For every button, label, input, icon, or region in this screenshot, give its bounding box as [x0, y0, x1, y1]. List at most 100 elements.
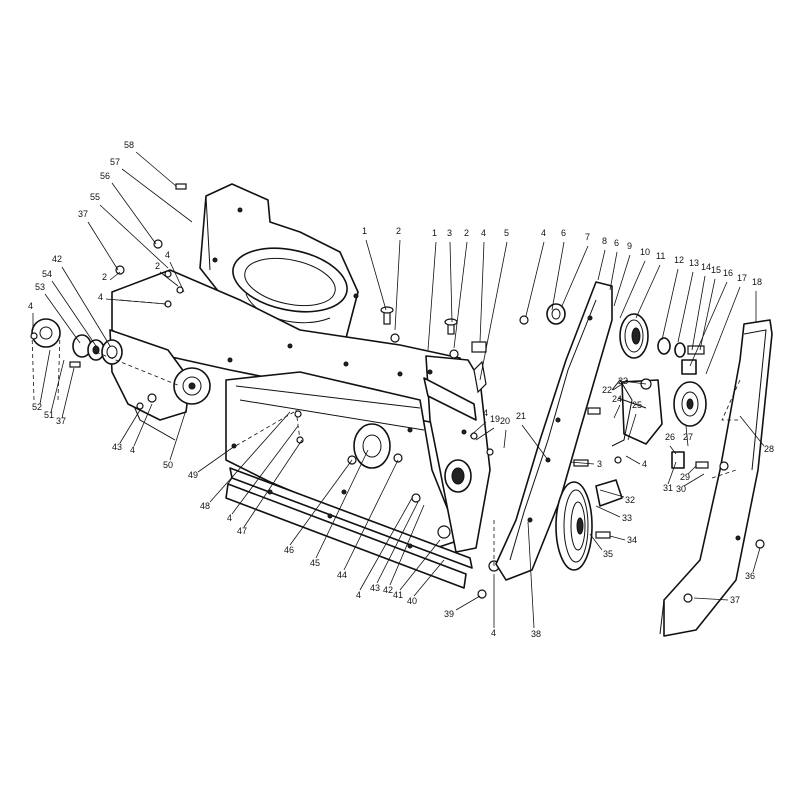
callout-leader-line	[705, 286, 741, 375]
callout-leader-line	[609, 535, 626, 541]
left-side-hardware	[30, 318, 211, 410]
part-number-label: 31	[663, 483, 673, 493]
callout-leader-line	[133, 403, 153, 447]
callout-leader-line	[169, 409, 187, 461]
drive-frame-plate	[495, 281, 613, 581]
callout-leader-line	[609, 251, 618, 291]
part-number-label: 46	[284, 545, 294, 555]
callout-leader-line	[691, 275, 706, 351]
part-number-label: 29	[680, 472, 690, 482]
part-number-label: 6	[561, 228, 566, 238]
part-number-label: 37	[56, 416, 66, 426]
callout-leader-line	[627, 413, 637, 441]
part-number-label: 4	[98, 292, 103, 302]
part-number-label: 24	[612, 394, 622, 404]
callout-leader-line	[39, 349, 51, 405]
callout-leader-line	[521, 424, 549, 461]
callout-leader-line	[619, 260, 646, 319]
callout-leader-line	[669, 445, 677, 455]
part-number-label: 55	[90, 192, 100, 202]
part-number-label: 10	[640, 247, 650, 257]
scraper-bar	[225, 467, 473, 589]
part-number-label: 28	[764, 444, 774, 454]
part-number-label: 8	[602, 236, 607, 246]
part-number-label: 45	[310, 558, 320, 568]
part-number-label: 27	[683, 432, 693, 442]
callout-leader-line	[677, 271, 694, 343]
part-number-label: 34	[627, 535, 637, 545]
belt-cover	[659, 319, 773, 637]
callout-leader-line	[359, 497, 413, 591]
part-number-label: 6	[614, 238, 619, 248]
part-number-label: 4	[165, 250, 170, 260]
callout-leader-line	[61, 266, 111, 347]
callout-leader-line	[475, 427, 495, 441]
part-number-label: 14	[701, 262, 711, 272]
part-number-label: 32	[625, 495, 635, 505]
part-number-label: 37	[730, 595, 740, 605]
callout-leader-line	[51, 280, 97, 347]
part-number-label: 4	[642, 459, 647, 469]
part-number-label: 52	[32, 402, 42, 412]
callout-leader-line	[687, 465, 697, 475]
callout-leader-line	[527, 521, 535, 629]
part-number-label: 42	[383, 585, 393, 595]
part-number-label: 4	[481, 228, 486, 238]
callout-leader-line	[231, 425, 299, 515]
part-number-label: 50	[163, 460, 173, 470]
part-number-label: 1	[432, 228, 437, 238]
part-number-label: 18	[752, 277, 762, 287]
part-number-label: 48	[200, 501, 210, 511]
part-number-label: 11	[656, 251, 665, 261]
callout-leader-line	[613, 404, 621, 419]
part-number-label: 12	[674, 255, 684, 265]
callout-leader-line	[569, 461, 595, 465]
part-number-label: 4	[227, 513, 232, 523]
part-number-label: 4	[541, 228, 546, 238]
part-number-label: 30	[676, 484, 686, 494]
part-number-label: 2	[155, 261, 160, 271]
callout-leader-line	[399, 539, 441, 591]
callout-leader-line	[689, 281, 728, 367]
part-number-label: 51	[44, 410, 54, 420]
callout-leader-line	[197, 447, 233, 473]
part-number-label: 35	[603, 549, 613, 559]
callout-leader-line	[685, 425, 689, 447]
callout-leader-line	[551, 241, 565, 311]
part-number-label: 43	[370, 583, 380, 593]
callout-leader-line	[667, 461, 677, 485]
part-number-label: 2	[464, 228, 469, 238]
part-number-label: 56	[100, 171, 110, 181]
callout-leader-line	[289, 459, 353, 546]
callout-leader-line	[111, 182, 157, 245]
part-number-label: 41	[393, 590, 403, 600]
part-number-label: 38	[531, 629, 541, 639]
part-number-label: 53	[35, 282, 45, 292]
callout-leader-line	[105, 298, 167, 305]
callout-leader-line	[50, 359, 65, 413]
callout-leader-line	[625, 455, 641, 465]
callout-leader-line	[87, 221, 119, 271]
callout-leader-line	[479, 241, 508, 381]
callout-leader-line	[109, 271, 121, 281]
center-hardware	[231, 306, 500, 599]
callout-leader-line	[525, 241, 545, 317]
part-number-label: 47	[237, 526, 247, 536]
part-number-label: 4	[491, 628, 496, 638]
callout-leader-line	[315, 449, 369, 559]
part-number-label: 54	[42, 269, 52, 279]
part-number-label: 26	[665, 432, 675, 442]
part-number-label: 2	[102, 272, 107, 282]
callout-leader-line	[613, 254, 631, 307]
part-number-label: 1	[362, 226, 367, 236]
callout-leader-line	[209, 411, 291, 503]
part-number-label: 22	[602, 385, 612, 395]
part-number-label: 2	[396, 226, 401, 236]
part-number-label: 43	[112, 442, 122, 452]
callout-leader-line	[661, 268, 679, 341]
part-number-label: 36	[745, 571, 755, 581]
callout-leader-line	[119, 409, 141, 444]
